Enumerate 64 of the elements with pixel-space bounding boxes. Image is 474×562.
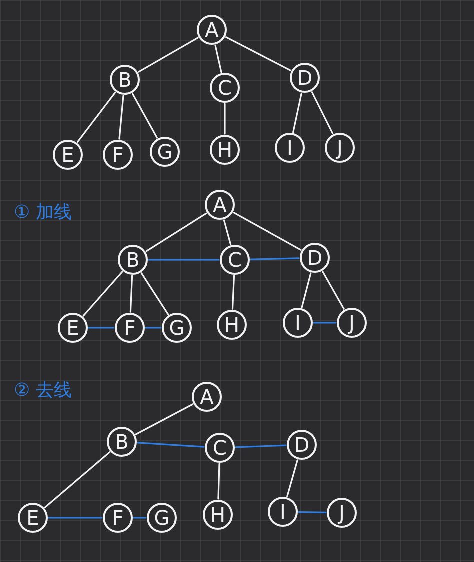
- connector-line: [223, 220, 232, 246]
- tree-node-circle: E: [58, 313, 88, 343]
- tree-node-circle: C: [205, 433, 235, 463]
- connector-line: [235, 444, 287, 448]
- tree-node-circle: G: [150, 137, 180, 167]
- tree-node-circle: C: [220, 245, 250, 275]
- tree-node-circle: A: [192, 382, 222, 412]
- tree-node-circle: F: [103, 140, 133, 170]
- connector-line: [298, 511, 327, 514]
- connector-line: [138, 37, 199, 73]
- step-heading: ② 去线: [14, 379, 72, 402]
- tree-node-circle: D: [287, 430, 317, 460]
- connector-line: [313, 322, 337, 324]
- tree-node-circle: C: [210, 73, 240, 103]
- tree-node-circle: D: [290, 63, 320, 93]
- tree-node-circle: I: [283, 308, 313, 338]
- connector-line: [250, 258, 300, 260]
- connector-line: [225, 36, 292, 72]
- connector-line: [233, 212, 302, 251]
- tree-node-circle: G: [147, 503, 177, 533]
- connector-line: [130, 275, 134, 313]
- connector-line: [118, 95, 124, 140]
- tree-node-circle: D: [300, 243, 330, 273]
- connector-line: [232, 275, 236, 310]
- connector-line: [214, 44, 222, 74]
- connector-line: [286, 460, 298, 498]
- tree-node-circle: I: [268, 497, 298, 527]
- connector-line: [146, 212, 208, 252]
- tree-node-circle: B: [110, 65, 140, 95]
- connector-line: [82, 271, 124, 317]
- connector-line: [48, 517, 103, 519]
- connector-line: [301, 272, 312, 308]
- connector-line: [218, 463, 220, 500]
- tree-node-circle: J: [327, 498, 357, 528]
- connector-line: [322, 271, 345, 310]
- connector-line: [145, 327, 162, 329]
- tree-node-circle: G: [162, 313, 192, 343]
- connector-line: [224, 103, 226, 135]
- connector-line: [311, 92, 334, 134]
- connector-line: [148, 259, 220, 261]
- tree-node-circle: A: [197, 15, 227, 45]
- connector-line: [76, 92, 116, 144]
- tree-node-circle: H: [203, 500, 233, 530]
- tree-node-circle: H: [210, 135, 240, 165]
- connector-line: [44, 452, 111, 508]
- connector-line: [140, 272, 170, 316]
- connector-line: [88, 327, 115, 329]
- tree-node-circle: E: [53, 140, 83, 170]
- tree-node-circle: F: [115, 313, 145, 343]
- tree-node-circle: B: [118, 245, 148, 275]
- tree-node-circle: H: [217, 310, 247, 340]
- tree-node-circle: A: [205, 190, 235, 220]
- connector-line: [137, 442, 205, 448]
- connector-line: [133, 517, 147, 519]
- tree-node-circle: J: [325, 133, 355, 163]
- tree-node-circle: E: [18, 503, 48, 533]
- tree-node-circle: J: [337, 308, 367, 338]
- tree-node-circle: F: [103, 503, 133, 533]
- connector-line: [132, 93, 158, 139]
- tree-node-circle: I: [275, 133, 305, 163]
- tree-node-circle: B: [107, 427, 137, 457]
- connector-line: [135, 404, 194, 436]
- step-heading: ① 加线: [14, 201, 72, 224]
- connector-line: [292, 92, 302, 134]
